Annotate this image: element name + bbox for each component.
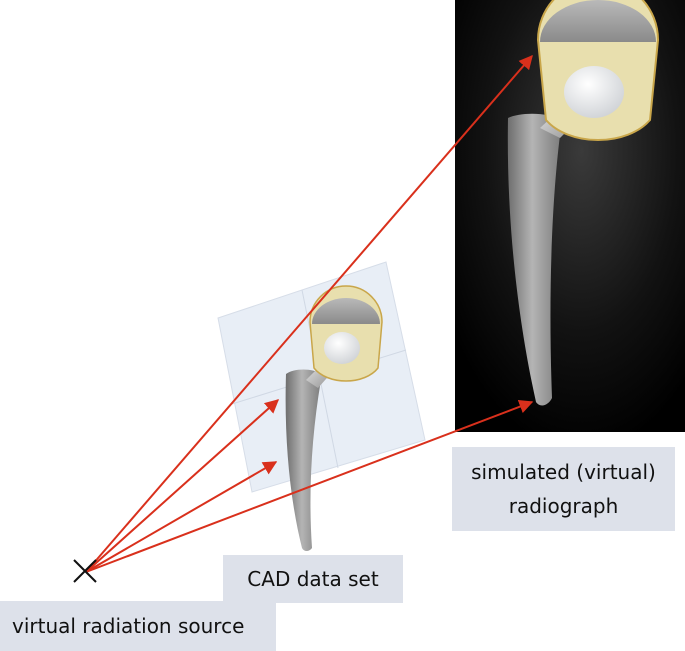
radiograph-label-line1: simulated (virtual): [471, 460, 656, 484]
cad-stem: [285, 369, 322, 551]
simulated-radiograph-label: simulated (virtual) radiograph: [452, 447, 675, 531]
ray-to-stem-tip: [85, 399, 534, 573]
ray-to-cup-top: [85, 54, 533, 573]
radiograph-stem: [507, 113, 562, 406]
radiograph-head: [564, 66, 624, 118]
cad-plane: [217, 261, 426, 551]
virtual-radiation-source-text: virtual radiation source: [12, 614, 245, 638]
ray-to-cad-lower: [85, 461, 278, 573]
ray-to-cad-upper: [85, 399, 280, 573]
cad-data-set-label: CAD data set: [223, 555, 403, 603]
radiograph-panel: [455, 0, 685, 432]
x-cross-icon: [73, 559, 97, 583]
virtual-radiation-source-label: virtual radiation source: [0, 601, 276, 651]
rays: [85, 54, 534, 573]
cad-head: [324, 332, 360, 364]
cad-data-set-text: CAD data set: [247, 567, 379, 591]
radiograph-label-line2: radiograph: [508, 494, 619, 518]
